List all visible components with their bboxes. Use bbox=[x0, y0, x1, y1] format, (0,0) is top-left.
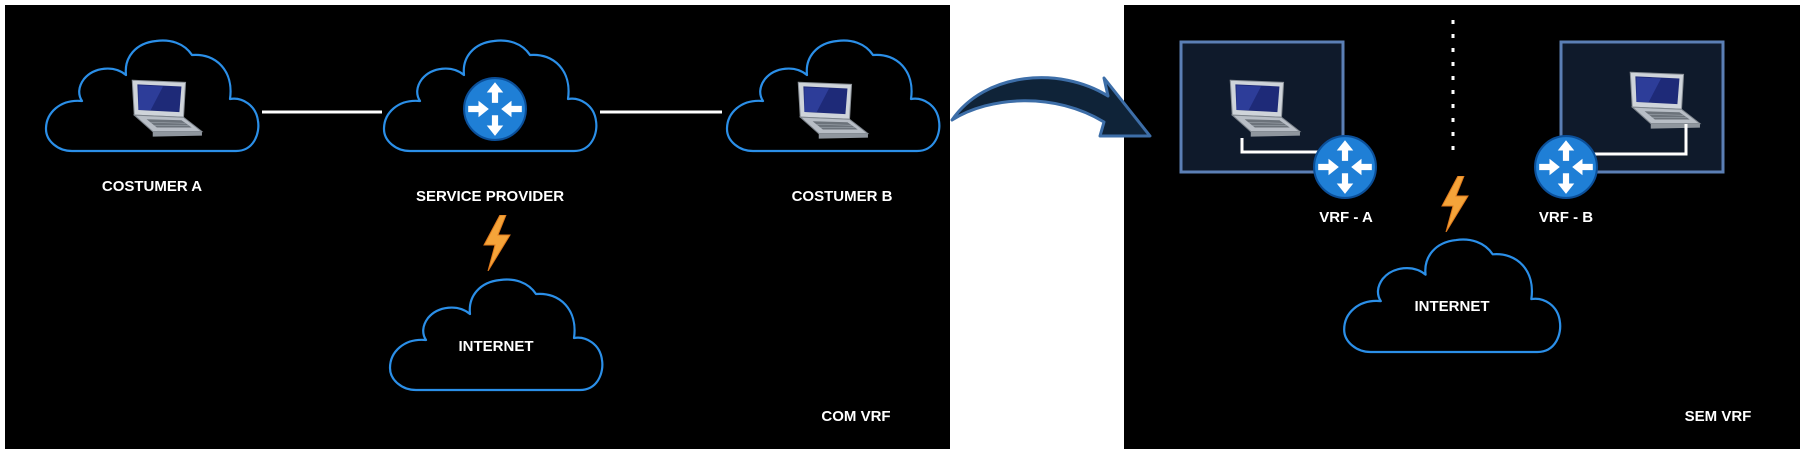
router-icon bbox=[463, 77, 527, 141]
vrf-a-link bbox=[1240, 138, 1318, 154]
internet-label-left: INTERNET bbox=[458, 338, 534, 355]
vrf-b-link bbox=[1584, 124, 1688, 156]
customer-a-label: COSTUMER A bbox=[101, 178, 203, 195]
cloud-icon bbox=[1343, 238, 1562, 354]
lightning-icon bbox=[1441, 176, 1469, 232]
router-icon bbox=[1534, 135, 1598, 199]
customer-b-label: COSTUMER B bbox=[791, 188, 893, 205]
com-vrf-caption: COM VRF bbox=[821, 408, 891, 425]
vrf-a-label: VRF - A bbox=[1319, 209, 1373, 226]
vrf-b-label: VRF - B bbox=[1538, 209, 1594, 226]
cloud-icon bbox=[388, 278, 604, 392]
router-icon bbox=[1313, 135, 1377, 199]
sem-vrf-caption: SEM VRF bbox=[1684, 408, 1752, 425]
service-provider-label: SERVICE PROVIDER bbox=[415, 188, 565, 205]
internet-label-right: INTERNET bbox=[1414, 298, 1490, 315]
lightning-icon bbox=[483, 215, 511, 271]
transition-arrow-icon bbox=[950, 76, 1152, 138]
